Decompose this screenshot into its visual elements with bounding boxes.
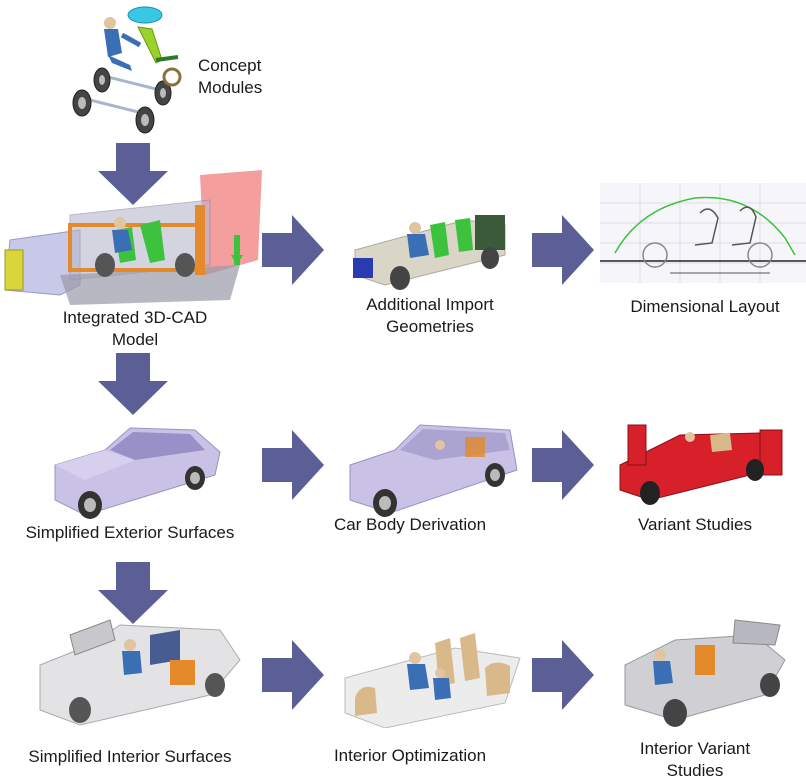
arrow-right-exterior-to-body bbox=[262, 430, 324, 500]
car-body-derivation-label: Car Body Derivation bbox=[333, 515, 487, 534]
integrated-cad-label: Integrated 3D-CAD Model bbox=[40, 307, 230, 351]
interior-variant-label-line2: Studies bbox=[666, 761, 724, 780]
concept-modules-illustration bbox=[72, 6, 182, 134]
variant-studies-illustration bbox=[619, 424, 783, 505]
arrow-down-concept-to-cad bbox=[98, 143, 168, 205]
concept-modules-label-line2: Modules bbox=[198, 78, 263, 97]
interior-variant-label: Interior Variant Studies bbox=[600, 738, 790, 782]
additional-import-label: Additional Import Geometries bbox=[335, 294, 525, 338]
interior-variant-label-line1: Interior Variant bbox=[639, 739, 751, 758]
simplified-interior-label: Simplified Interior Surfaces bbox=[28, 747, 232, 766]
additional-import-illustration bbox=[353, 215, 506, 290]
variant-studies-label: Variant Studies bbox=[637, 515, 753, 534]
arrow-right-cad-to-import bbox=[262, 215, 324, 285]
interior-variant-illustration bbox=[624, 619, 786, 727]
integrated-cad-label-line2: Model bbox=[111, 330, 159, 349]
concept-modules-label-line1: Concept bbox=[198, 56, 262, 75]
interior-optimization-illustration bbox=[344, 633, 521, 728]
simplified-exterior-illustration bbox=[54, 427, 221, 519]
arrow-right-optimization-to-interior-variant bbox=[532, 640, 594, 710]
arrow-right-interior-to-optimization bbox=[262, 640, 324, 710]
arrow-right-body-to-variant bbox=[532, 430, 594, 500]
arrow-down-cad-to-exterior bbox=[98, 353, 168, 415]
dimensional-layout-illustration bbox=[600, 183, 806, 283]
additional-import-label-line2: Geometries bbox=[386, 317, 474, 336]
arrow-right-import-to-dimensional bbox=[532, 215, 594, 285]
concept-modules-label: Concept Modules bbox=[198, 55, 262, 99]
simplified-exterior-label: Simplified Exterior Surfaces bbox=[25, 523, 235, 542]
dimensional-layout-label: Dimensional Layout bbox=[630, 297, 780, 316]
interior-optimization-label: Interior Optimization bbox=[333, 746, 487, 765]
simplified-interior-illustration bbox=[39, 619, 241, 726]
additional-import-label-line1: Additional Import bbox=[366, 295, 494, 314]
arrow-down-exterior-to-interior bbox=[98, 562, 168, 624]
integrated-cad-label-line1: Integrated 3D-CAD bbox=[62, 308, 208, 327]
car-body-derivation-illustration bbox=[349, 424, 518, 517]
integrated-cad-illustration bbox=[4, 170, 262, 305]
